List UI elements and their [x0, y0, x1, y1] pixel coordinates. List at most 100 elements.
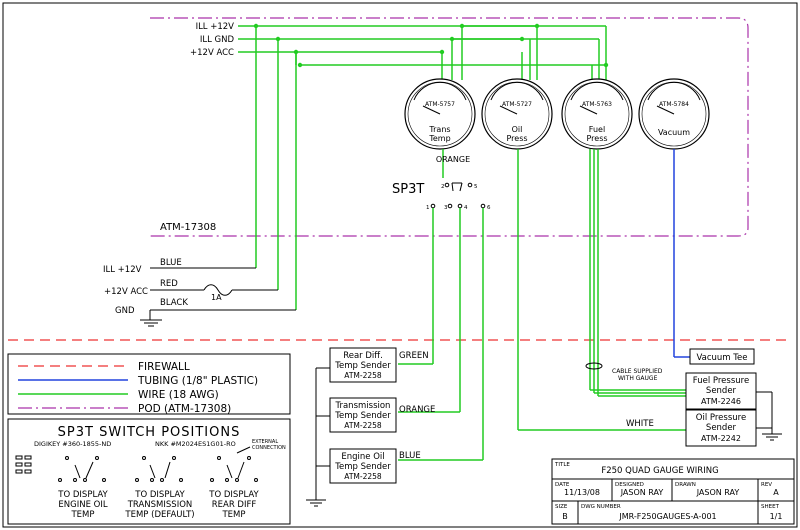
oil-sender-line-1: Oil Pressure	[696, 413, 746, 423]
switch-position-3-line-1: TO DISPLAY	[208, 490, 259, 500]
oil-sender-part: ATM-2242	[701, 434, 741, 443]
fuse-label: 1A	[211, 293, 222, 302]
switch-positions-external-2: CONNECTION	[252, 445, 286, 451]
sender-transmission-wire: ORANGE	[399, 405, 435, 415]
switch-position-2-line-1: TO DISPLAY	[134, 490, 185, 500]
pod-wire-12v-acc: +12V ACC	[190, 48, 234, 58]
gauge-vacuum-part: ATM-5784	[659, 101, 689, 108]
size-value: B	[562, 512, 568, 521]
fuse-symbol	[203, 284, 233, 296]
switch-position-1-line-3: TEMP	[70, 510, 94, 520]
sheet-value: 1/1	[770, 512, 783, 521]
sender-engine-oil: Engine Oil Temp Sender ATM-2258	[329, 448, 397, 484]
gauge-vacuum-label-1: Vacuum	[658, 128, 690, 137]
fuel-pressure-sender: Fuel Pressure Sender ATM-2246	[685, 372, 757, 410]
switch-pin-6: 6	[487, 205, 491, 211]
fuel-sender-line-1: Fuel Pressure	[693, 376, 749, 386]
sender-transmission-part: ATM-2258	[344, 421, 382, 430]
gauge-fuel-press-label-1: Fuel	[589, 125, 605, 134]
switch-position-1-line-2: ENGINE OIL	[58, 500, 107, 510]
switch-positions-title: SP3T SWITCH POSITIONS	[58, 425, 241, 440]
designed-value: JASON RAY	[620, 488, 664, 497]
rev-value: A	[773, 488, 779, 497]
drawing-title: F250 QUAD GAUGE WIRING	[601, 466, 718, 476]
cable-note-line-1: CABLE SUPPLIED	[612, 368, 663, 375]
gauge-output-wires	[442, 149, 675, 430]
sender-rear-diff-part: ATM-2258	[344, 371, 382, 380]
sender-transmission-line-1: Transmission	[335, 401, 391, 411]
size-label: SIZE	[555, 504, 568, 510]
date-label: DATE	[555, 482, 570, 488]
left-wire-blue-label: BLUE	[160, 258, 182, 268]
sender-engine-oil-line-1: Engine Oil	[341, 452, 384, 462]
gauge-oil-press-label-1: Oil	[512, 125, 523, 134]
gauge-fuel-press-label-2: Press	[586, 134, 607, 143]
pod-bus-wires	[238, 25, 607, 310]
left-wire-black-label: BLACK	[160, 298, 188, 308]
left-wire-gnd-label: GND	[115, 306, 135, 316]
sender-engine-oil-line-2: Temp Sender	[334, 462, 391, 472]
switch-position-2-line-3: TEMP (DEFAULT)	[124, 510, 194, 520]
dwg-label: DWG NUMBER	[581, 504, 621, 510]
legend-wire-label: WIRE (18 AWG)	[138, 389, 219, 401]
right-ground-symbol	[756, 391, 782, 441]
oil-sender-wire-white: WHITE	[626, 419, 654, 429]
vacuum-tee-label: Vacuum Tee	[697, 353, 748, 363]
left-wire-red-label: RED	[160, 279, 178, 289]
gauge-oil-press: ATM-5727 Oil Press	[481, 78, 553, 150]
gauge-trans-temp-label-1: Trans	[428, 125, 450, 134]
gauge-trans-temp-part: ATM-5757	[425, 101, 455, 108]
sender-ground-bus	[306, 367, 330, 507]
switch-pin-4: 4	[464, 205, 468, 211]
left-wire-ill-12v-label: ILL +12V	[103, 265, 142, 275]
left-input-wires	[140, 267, 296, 327]
switch-positions-nkk: NKK #M2024ES1G01-RO	[155, 440, 236, 448]
sheet-label: SHEET	[761, 504, 780, 510]
gauge-oil-press-part: ATM-5727	[502, 101, 532, 108]
switch-position-2-line-2: TRANSMISSION	[127, 500, 193, 510]
gauge-trans-temp-needle	[422, 105, 441, 115]
dwg-value: JMR-F250GAUGES-A-001	[618, 512, 716, 521]
drawn-value: JASON RAY	[696, 488, 740, 497]
sender-engine-oil-wire: BLUE	[399, 451, 421, 461]
gauge-fuel-press-part: ATM-5763	[582, 101, 612, 108]
legend-box	[7, 353, 291, 415]
sender-rear-diff-wire: GREEN	[399, 351, 429, 361]
switch-position-3-line-2: REAR DIFF	[212, 500, 257, 510]
sender-transmission-line-2: Temp Sender	[334, 411, 391, 421]
oil-pressure-sender: Oil Pressure Sender ATM-2242	[685, 409, 757, 447]
switch-position-3-line-3: TEMP	[221, 510, 245, 520]
switch-pin-5: 5	[474, 184, 478, 190]
title-label: TITLE	[554, 462, 570, 468]
legend-tubing-label: TUBING (1/8" PLASTIC)	[137, 375, 258, 387]
pod-label: ATM-17308	[160, 222, 216, 233]
gauge-fuel-press-needle	[579, 105, 598, 115]
switch-output-wires	[398, 208, 484, 461]
legend-pod-label: POD (ATM-17308)	[138, 403, 231, 415]
date-value: 11/13/08	[564, 488, 600, 497]
gauge-oil-press-needle	[499, 105, 518, 115]
gauge-fuel-press: ATM-5763 Fuel Press	[561, 78, 633, 150]
switch-pinout-icon	[15, 455, 32, 474]
cable-note-line-2: WITH GAUGE	[618, 375, 658, 382]
switch-label: SP3T	[392, 182, 424, 197]
gauge-trans-temp-label-2: Temp	[428, 134, 450, 143]
sp3t-switch-symbol: 2 5 1 3 4 6	[426, 182, 491, 211]
gauge-oil-press-label-2: Press	[506, 134, 527, 143]
fuel-sender-wires	[590, 389, 686, 397]
pod-outline	[150, 17, 749, 237]
switch-positions-external-1: EXTERNAL	[252, 439, 278, 445]
gauge-trans-temp-scale	[413, 81, 467, 101]
designed-label: DESIGNED	[615, 482, 644, 488]
gauge-vacuum: ATM-5784 Vacuum	[638, 78, 710, 150]
switch-position-diagram-2	[135, 456, 183, 482]
vacuum-tee-box	[689, 348, 755, 365]
switch-positions-box	[7, 418, 291, 525]
switch-pin-1: 1	[426, 205, 430, 211]
pod-bus-nodes	[253, 23, 609, 68]
pod-wire-ill-gnd: ILL GND	[200, 35, 235, 45]
sender-rear-diff: Rear Diff. Temp Sender ATM-2258	[329, 347, 397, 383]
fuel-sender-part: ATM-2246	[701, 397, 741, 406]
switch-position-diagram-3	[210, 446, 258, 482]
